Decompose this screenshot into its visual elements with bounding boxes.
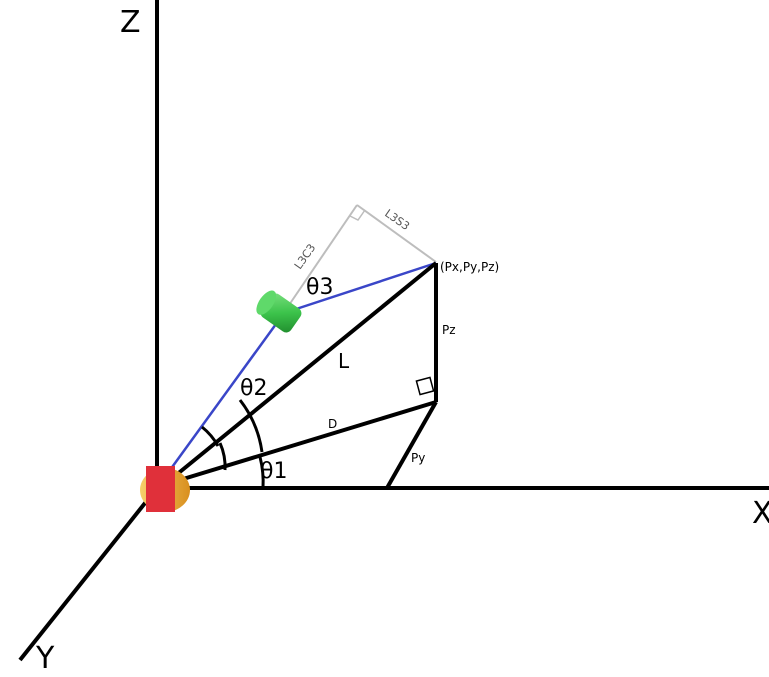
line-D xyxy=(169,400,437,485)
theta1-label: θ1 xyxy=(260,459,287,484)
point-label: (Px,Py,Pz) xyxy=(440,260,499,274)
theta2-label: θ2 xyxy=(240,376,267,401)
theta3-label: θ3 xyxy=(306,275,333,300)
line-L xyxy=(168,261,438,482)
line-Py xyxy=(385,401,438,489)
joint-cylinder xyxy=(256,290,302,333)
link-2 xyxy=(168,312,286,471)
base-block xyxy=(146,466,175,512)
right-angle-marker-top xyxy=(349,209,366,221)
theta-inner-arc-2 xyxy=(201,425,220,447)
theta2-arc xyxy=(238,399,264,453)
theta1-arc xyxy=(258,456,265,489)
l3c3-line xyxy=(286,204,358,309)
right-angle-marker-foot xyxy=(415,376,435,396)
l3s3-line xyxy=(356,204,437,263)
y-axis xyxy=(18,486,159,662)
D-label: D xyxy=(328,417,337,431)
z-axis-label: Z xyxy=(120,5,141,40)
L-label: L xyxy=(338,349,350,373)
L3S3-label: L3S3 xyxy=(382,207,412,233)
link-3 xyxy=(283,261,437,315)
Py-label: Py xyxy=(411,451,425,465)
Pz-label: Pz xyxy=(442,323,456,337)
x-axis-label: X xyxy=(752,496,769,531)
y-axis-label: Y xyxy=(35,641,55,672)
theta-inner-arc-1 xyxy=(218,442,227,471)
